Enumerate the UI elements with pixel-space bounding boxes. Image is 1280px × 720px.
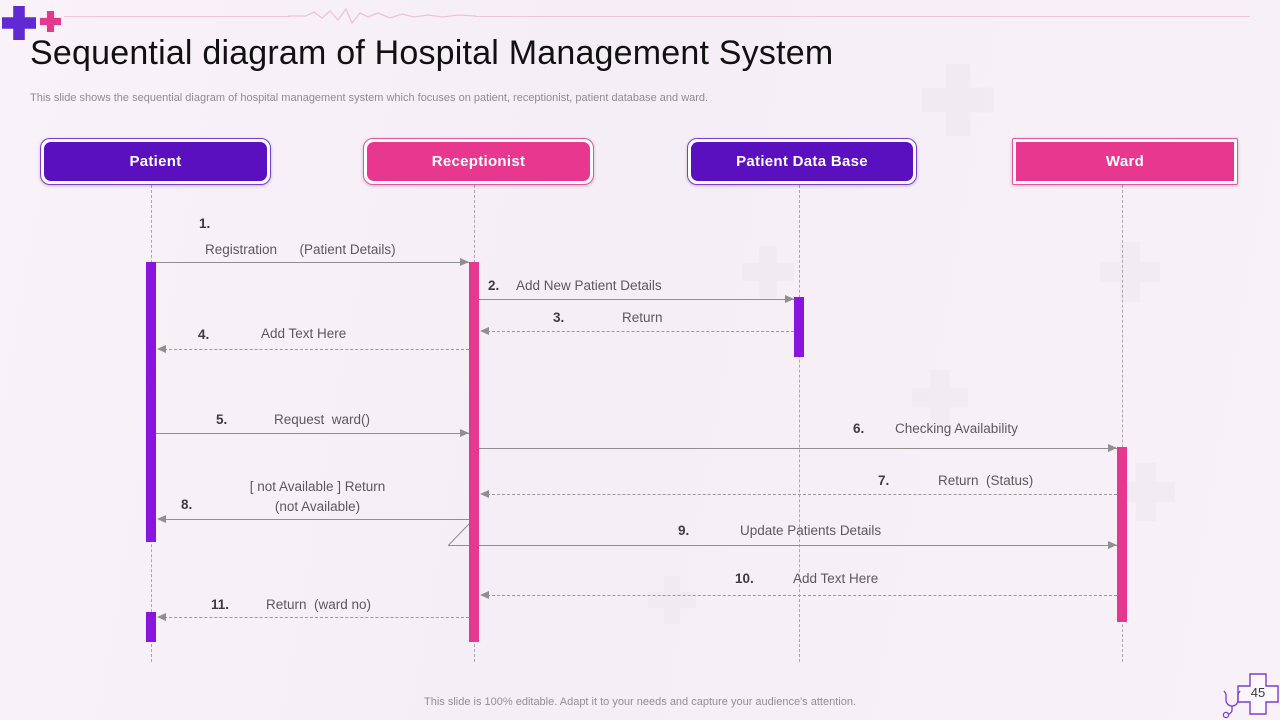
message-4-label: Add Text Here <box>261 326 347 341</box>
message-11-arrowhead <box>157 613 166 621</box>
medical-cross-watermark <box>742 246 794 298</box>
message-1-label: Registration (Patient Details) <box>205 242 396 257</box>
heartbeat-line-icon <box>288 7 476 25</box>
activation-bar-patient-2 <box>146 612 156 642</box>
message-4-line <box>159 349 469 350</box>
message-2-arrowhead <box>785 295 794 303</box>
message-5-number: 5. <box>216 412 228 427</box>
message-10-arrowhead <box>480 591 489 599</box>
actor-box-patient-data-base: Patient Data Base <box>687 138 917 185</box>
message-11-line <box>159 617 469 618</box>
message-11-label: Return (ward no) <box>266 597 372 612</box>
stethoscope-icon <box>1223 690 1241 715</box>
lifeline-ward <box>1122 185 1123 662</box>
message-7-number: 7. <box>878 473 890 488</box>
actor-label: Receptionist <box>367 142 590 181</box>
message-1-arrowhead <box>460 258 469 266</box>
message-3-line <box>482 331 794 332</box>
header-line-right <box>474 16 1250 17</box>
message-11-number: 11. <box>211 597 230 612</box>
actor-box-receptionist: Receptionist <box>363 138 594 185</box>
message-8-arrowhead <box>157 515 166 523</box>
page-title: Sequential diagram of Hospital Managemen… <box>30 34 834 72</box>
medical-cross-watermark <box>648 576 696 624</box>
message-7-line <box>482 494 1117 495</box>
message-9-line <box>448 545 1117 546</box>
activation-bar-patient-data-base <box>794 297 804 357</box>
message-9-number: 9. <box>678 523 690 538</box>
message-7-arrowhead <box>480 490 489 498</box>
message-8-line <box>159 519 469 520</box>
message-6-number: 6. <box>853 421 865 436</box>
actor-box-patient: Patient <box>40 138 271 185</box>
activation-bar-ward <box>1117 447 1127 622</box>
message-8-number: 8. <box>181 497 193 512</box>
message-6-label: Checking Availability <box>895 421 1018 436</box>
medical-cross-watermark <box>922 64 994 136</box>
message-3-number: 3. <box>553 310 565 325</box>
message-3-arrowhead <box>480 327 489 335</box>
message-6-line <box>479 448 1117 449</box>
message-5-arrowhead <box>460 429 469 437</box>
lifeline-patient-data-base <box>799 185 800 662</box>
plus-icon-small <box>40 11 61 32</box>
actor-label: Patient Data Base <box>691 142 913 181</box>
header-line-left <box>64 16 290 17</box>
message-8-label: [ not Available ] Return (not Available) <box>249 479 386 514</box>
medical-cross-watermark <box>1100 242 1160 302</box>
message-5-label: Request ward() <box>274 412 371 427</box>
actor-label: Ward <box>1016 142 1234 181</box>
message-10-line <box>482 595 1117 596</box>
slide-subtitle: This slide shows the sequential diagram … <box>30 92 709 104</box>
page-number: 45 <box>1251 685 1265 700</box>
message-9-arrowhead <box>1108 541 1117 549</box>
message-6-arrowhead <box>1108 444 1117 452</box>
message-10-label: Add Text Here <box>793 571 879 586</box>
message-1-number: 1. <box>199 216 211 231</box>
medical-cross-icon <box>1237 673 1279 715</box>
activation-bar-patient <box>146 262 156 542</box>
message-7-label: Return (Status) <box>938 473 1034 488</box>
message-1-line <box>156 262 469 263</box>
medical-cross-watermark <box>912 370 968 426</box>
activation-bar-receptionist <box>469 262 479 642</box>
message-4-number: 4. <box>198 327 210 342</box>
message-2-number: 2. <box>488 278 500 293</box>
message-3-label: Return <box>622 310 663 325</box>
message-5-line <box>156 433 469 434</box>
message-10-number: 10. <box>735 571 754 586</box>
footer-note: This slide is 100% editable. Adapt it to… <box>424 696 856 708</box>
page-number-badge: 45 <box>1222 673 1279 719</box>
actor-label: Patient <box>44 142 267 181</box>
message-9-label: Update Patients Details <box>740 523 882 538</box>
message-2-line <box>479 299 794 300</box>
actor-box-ward: Ward <box>1012 138 1238 185</box>
message-2-label: Add New Patient Details <box>516 278 662 293</box>
message-4-arrowhead <box>157 345 166 353</box>
stethoscope-icon <box>1222 711 1230 719</box>
